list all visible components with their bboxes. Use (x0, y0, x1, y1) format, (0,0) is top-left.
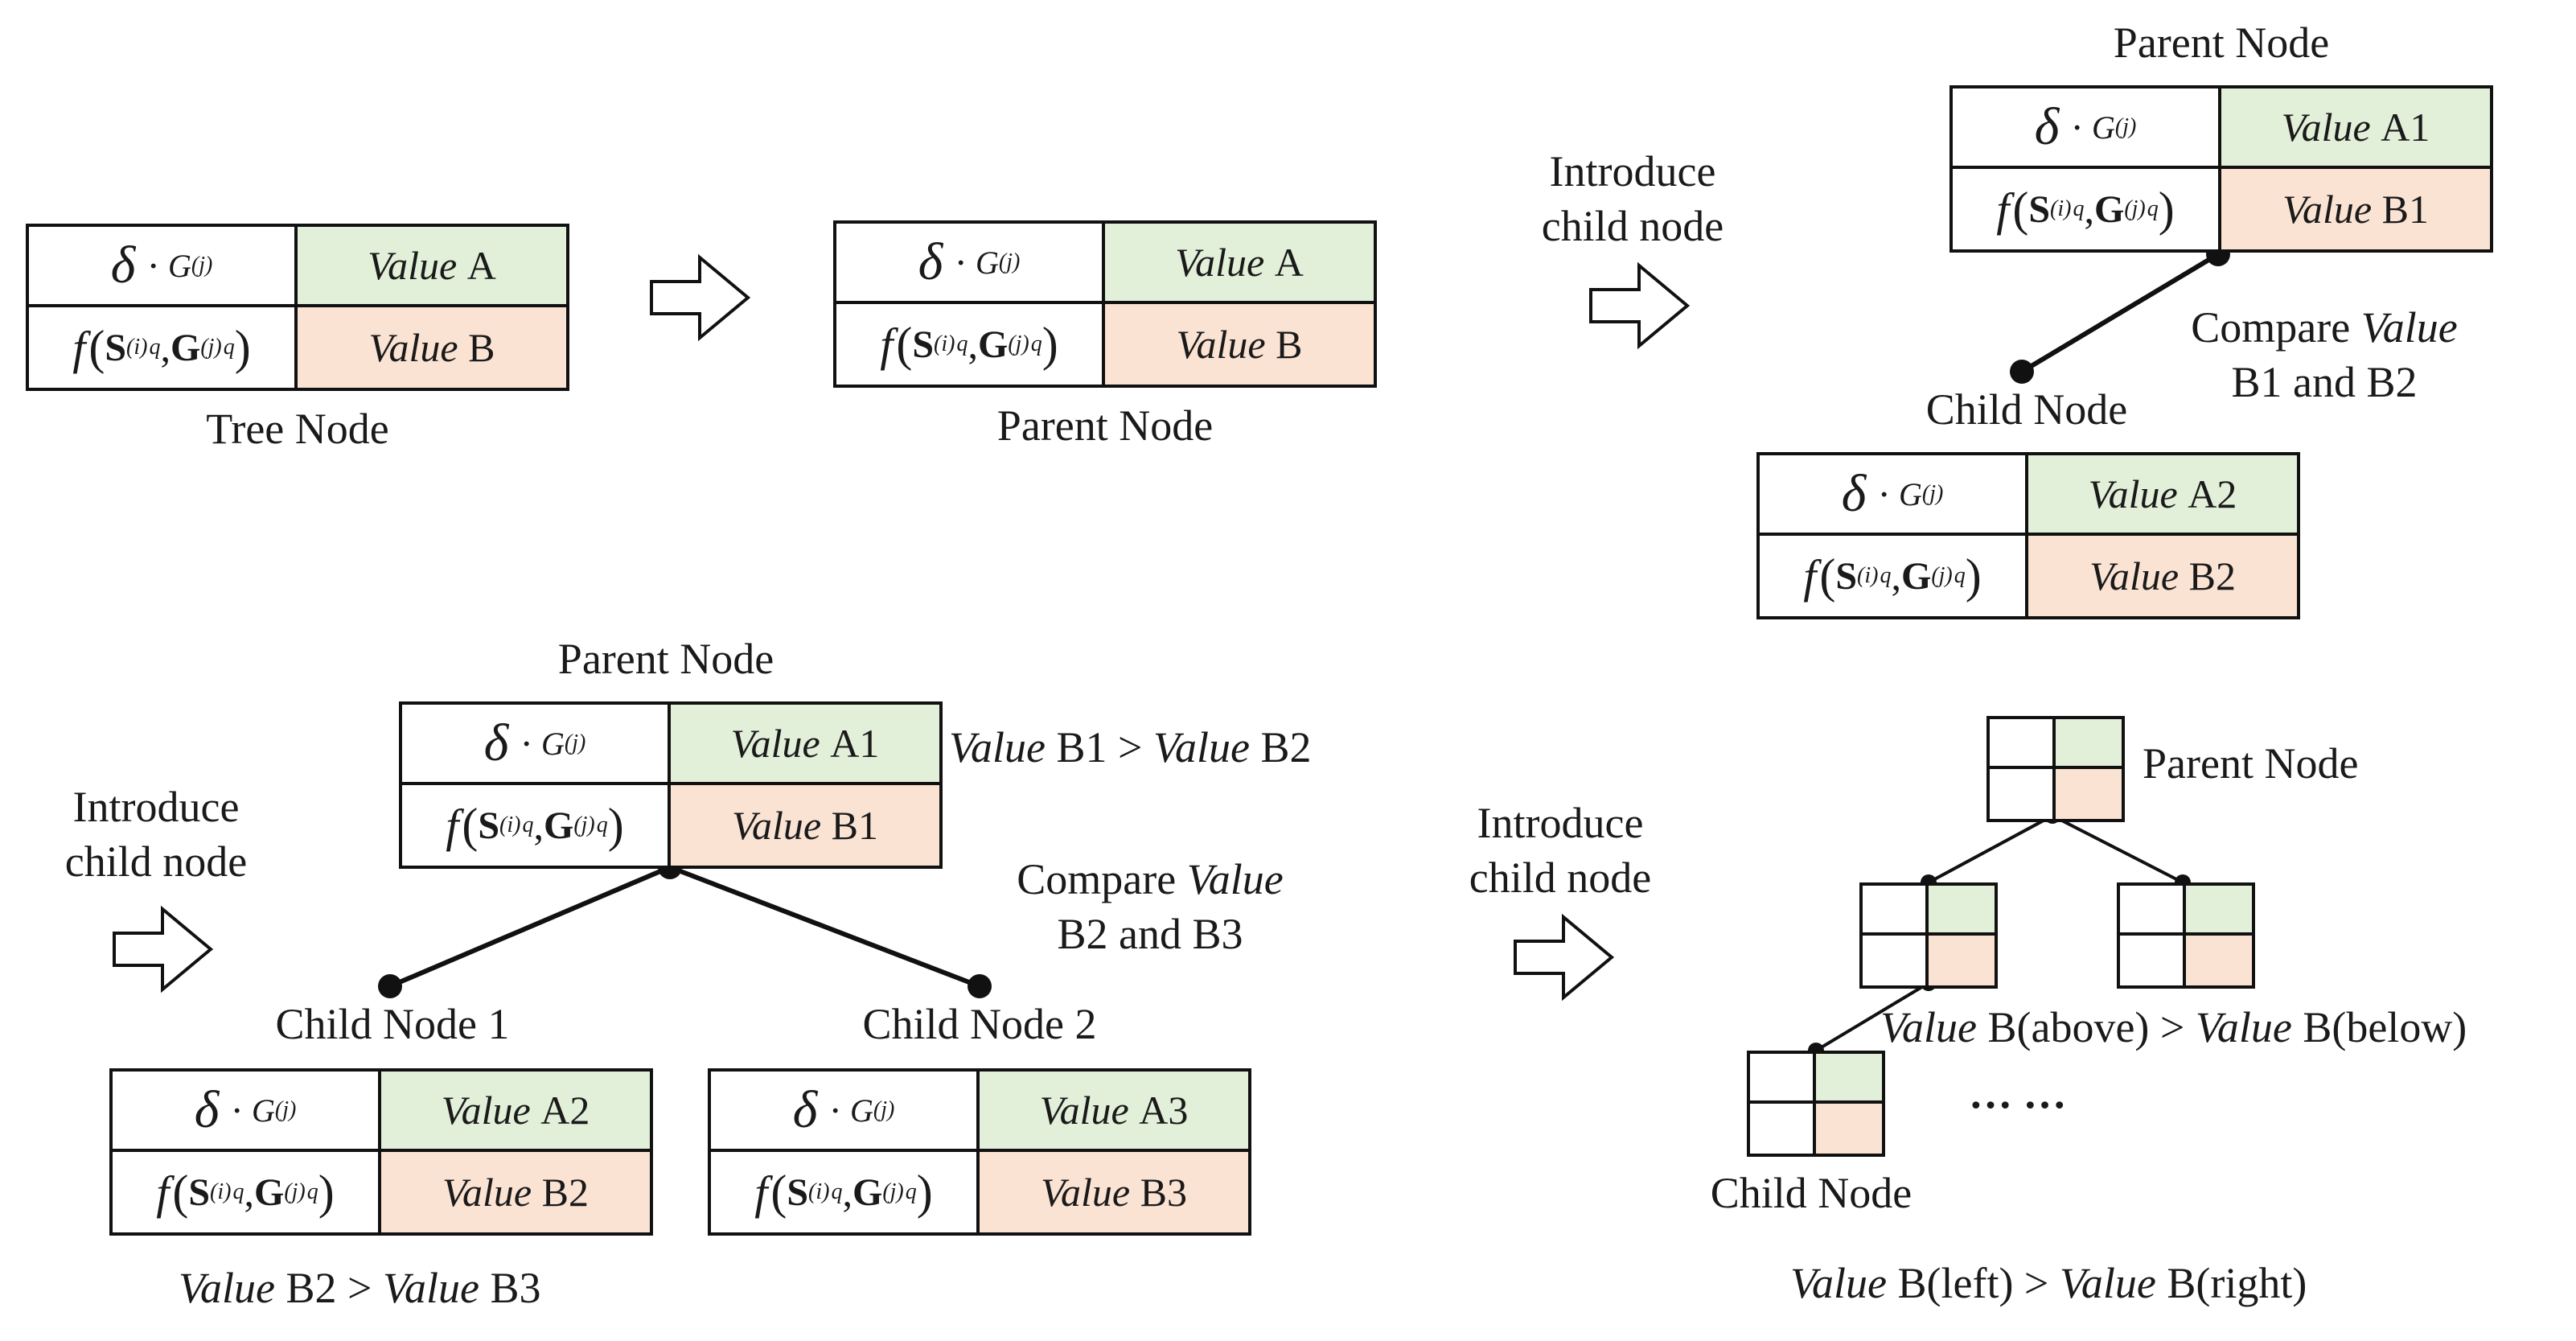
child-node-title: Child Node (1925, 385, 2128, 434)
value-a2-cell: Value A2 (381, 1072, 650, 1152)
value-a3-cell: Value A3 (980, 1072, 1248, 1152)
f-s-g-cell: f(S(i)q,G(j)q) (836, 304, 1105, 385)
child-node-1-title: Child Node 1 (275, 1000, 510, 1048)
parent-node-title: Parent Node (2143, 739, 2359, 788)
parent-node-title: Parent Node (557, 635, 774, 683)
mini-link (2052, 814, 2184, 884)
child2-anchor-dot (968, 974, 992, 998)
child-node-title: Child Node (1710, 1169, 1912, 1217)
ellipsis: … … (1969, 1069, 2067, 1117)
relation-b2-b3-label: Value B2 > Value B3 (179, 1264, 541, 1312)
parent-child-link (2020, 252, 2220, 374)
mini-parent-node (1986, 716, 2125, 822)
value-b2-cell: Value B2 (2028, 536, 2297, 616)
child-anchor-dot (2010, 360, 2034, 384)
child-node-table: δ·G(j) Value A2 f(S(i)q,G(j)q) Value B2 (1756, 452, 2300, 619)
delta-g-cell: δ·G(j) (402, 705, 671, 785)
parent-child1-link (388, 865, 672, 989)
relation-above-below-label: Value B(above) > Value B(below) (1880, 1003, 2467, 1051)
parent-node-table: δ·G(j) Value A1 f(S(i)q,G(j)q) Value B1 (399, 701, 943, 869)
parent-child2-link (668, 865, 981, 989)
delta-g-cell: δ·G(j) (836, 224, 1105, 304)
value-a2-cell: Value A2 (2028, 455, 2297, 536)
mini-link (1814, 981, 1930, 1052)
child-node-1-table: δ·G(j) Value A2 f(S(i)q,G(j)q) Value B2 (109, 1068, 653, 1236)
mini-child-right (2117, 882, 2255, 989)
value-a1-cell: Value A1 (671, 705, 939, 785)
relation-b1-b2-label: Value B1 > Value B2 (949, 723, 1312, 771)
parent-node-title: Parent Node (2113, 19, 2330, 67)
value-b3-cell: Value B3 (980, 1152, 1248, 1232)
tree-node-table: δ·G(j) Value A f(S(i)q,G(j)q) Value B (26, 224, 569, 391)
f-s-g-cell: f(S(i)q,G(j)q) (711, 1152, 980, 1232)
arrow-icon (113, 905, 214, 993)
f-s-g-cell: f(S(i)q,G(j)q) (1760, 536, 2028, 616)
value-a-cell: Value A (298, 227, 566, 307)
parent-node-table: δ·G(j) Value A1 f(S(i)q,G(j)q) Value B1 (1949, 85, 2493, 253)
value-b1-cell: Value B1 (671, 785, 939, 866)
tree-node-caption: Tree Node (206, 405, 389, 453)
f-s-g-cell: f(S(i)q,G(j)q) (402, 785, 671, 866)
value-b2-cell: Value B2 (381, 1152, 650, 1232)
parent-node-caption: Parent Node (996, 401, 1214, 450)
compare-label: Compare Value B1 and B2 (2191, 303, 2458, 406)
arrow-icon (650, 253, 751, 342)
value-a1-cell: Value A1 (2221, 88, 2490, 169)
parent-node-table: δ·G(j) Value A f(S(i)q,G(j)q) Value B (833, 220, 1377, 388)
value-b-cell: Value B (1105, 304, 1374, 385)
arrow-icon (1514, 913, 1615, 1002)
delta-g-cell: δ·G(j) (711, 1072, 980, 1152)
f-s-g-cell: f(S(i)q,G(j)q) (113, 1152, 381, 1232)
relation-left-right-label: Value B(left) > Value B(right) (1790, 1259, 2307, 1307)
f-s-g-cell: f(S(i)q,G(j)q) (29, 307, 298, 388)
child1-anchor-dot (378, 974, 402, 998)
delta-g-cell: δ·G(j) (1760, 455, 2028, 536)
mini-link (1928, 814, 2053, 884)
child-node-2-table: δ·G(j) Value A3 f(S(i)q,G(j)q) Value B3 (708, 1068, 1251, 1236)
arrow-icon (1589, 261, 1691, 350)
mini-child-left (1859, 882, 1998, 989)
value-a-cell: Value A (1105, 224, 1374, 304)
delta-g-cell: δ·G(j) (29, 227, 298, 307)
mini-grandchild (1747, 1051, 1885, 1157)
f-s-g-cell: f(S(i)q,G(j)q) (1953, 169, 2221, 249)
compare-label: Compare Value B2 and B3 (1017, 855, 1284, 958)
delta-g-cell: δ·G(j) (1953, 88, 2221, 169)
value-b1-cell: Value B1 (2221, 169, 2490, 249)
child-node-2-title: Child Node 2 (862, 1000, 1097, 1048)
delta-g-cell: δ·G(j) (113, 1072, 381, 1152)
value-b-cell: Value B (298, 307, 566, 388)
